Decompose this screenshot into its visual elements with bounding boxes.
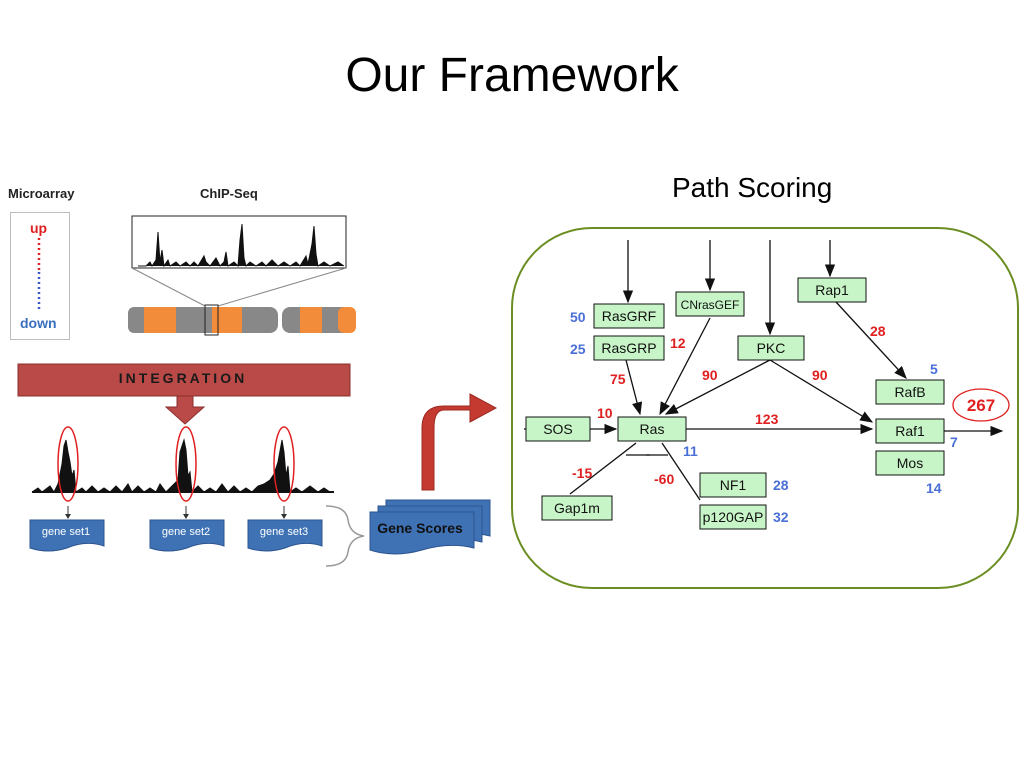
pathway-container: [511, 227, 1019, 589]
node-cnrasgef-label: CNrasGEF: [681, 298, 740, 312]
node-rasgrf-label: RasGRF: [602, 308, 656, 324]
node-rafb-label: RafB: [894, 384, 925, 400]
bent-arrow: [421, 393, 498, 491]
edge-pkc-ras: [664, 359, 771, 415]
microarray-panel: [10, 212, 70, 340]
gene-set-1-shape: [29, 519, 105, 552]
node-ras: [617, 416, 687, 442]
gene-set-1-label: gene set1: [41, 526, 91, 538]
node-rafb: [875, 379, 945, 405]
gene-set-3-shape: [247, 519, 323, 552]
score-nf1: 28: [773, 477, 789, 493]
node-mos: [875, 450, 945, 476]
node-pkc-label: PKC: [757, 340, 786, 356]
integration-down-arrow: [164, 395, 206, 425]
node-rap1: [797, 277, 867, 303]
node-rasgrf: [593, 303, 665, 329]
node-gap1m: [541, 495, 613, 521]
node-nf1-label: NF1: [720, 477, 747, 493]
edge-score-sos-ras: 10: [597, 405, 613, 421]
gene-set-2-label: gene set2: [161, 526, 211, 538]
chromosome-ideogram: [128, 304, 356, 336]
node-raf1: [875, 418, 945, 444]
node-nf1: [699, 472, 767, 498]
gene-set-3-label: gene set3: [259, 526, 309, 538]
slide-title: Our Framework: [345, 49, 679, 102]
peak-highlight-2: [175, 426, 197, 502]
node-sos: [525, 416, 591, 442]
edge-score-cnrasgef-ras: 12: [670, 335, 686, 351]
node-rasgrp: [593, 335, 665, 361]
edge-score-ras-raf1: 123: [755, 411, 779, 427]
node-mos-label: Mos: [897, 455, 923, 471]
chipseq-label: ChIP-Seq: [200, 186, 258, 201]
edge-pkc-raf1: [769, 359, 874, 423]
score-ras: 11: [683, 443, 698, 459]
edge-score-pkc-ras: 90: [702, 367, 718, 383]
path-scoring-title: Path Scoring: [672, 172, 833, 203]
edge-rap1-rafb: [835, 301, 907, 379]
edge-score-ras-gap1m: -15: [572, 465, 592, 481]
peak-highlight-3: [273, 426, 295, 502]
node-pkc: [737, 335, 805, 361]
score-rafb: 5: [930, 361, 938, 377]
brace: [325, 505, 365, 567]
edge-rasgrp-ras: [625, 359, 643, 416]
microarray-down-label: down: [20, 315, 57, 331]
node-cnrasgef: [675, 291, 745, 317]
score-raf1: 7: [950, 434, 958, 450]
node-gap1m-label: Gap1m: [554, 500, 600, 516]
integration-label: INTEGRATION: [118, 370, 248, 386]
score-mos: 14: [926, 480, 942, 496]
node-rap1-label: Rap1: [815, 282, 849, 298]
path-score-value: 267: [967, 396, 995, 415]
node-rasgrp-label: RasGRP: [601, 340, 656, 356]
edge-score-pkc-raf1: 90: [812, 367, 828, 383]
node-sos-label: SOS: [543, 421, 573, 437]
edge-ras-gap1m: [569, 442, 637, 495]
gene-scores-label: Gene Scores: [377, 520, 463, 536]
microarray-up-label: up: [30, 220, 48, 236]
gene-set-2-shape: [149, 519, 225, 552]
edge-score-rap1-rafb: 28: [870, 323, 886, 339]
peak-highlight-1: [57, 426, 79, 502]
score-rasgrf: 50: [570, 309, 586, 325]
node-raf1-label: Raf1: [895, 423, 925, 439]
node-p120gap: [699, 504, 767, 530]
edge-ras-p120gap: [661, 442, 701, 501]
score-rasgrp: 25: [570, 341, 586, 357]
edge-score-ras-p120gap: -60: [654, 471, 674, 487]
node-ras-label: Ras: [640, 421, 665, 437]
microarray-label: Microarray: [8, 186, 75, 201]
gene-scores-shape: [369, 511, 475, 555]
node-p120gap-label: p120GAP: [703, 509, 764, 525]
integration-banner: [17, 363, 351, 397]
edge-score-rasgrp-ras: 75: [610, 371, 626, 387]
path-score-ellipse: [952, 388, 1010, 422]
score-p120gap: 32: [773, 509, 789, 525]
chipseq-peak-trace: [138, 223, 345, 268]
edge-cnrasgef-ras: [659, 317, 711, 416]
integrated-peak-trace: [31, 438, 331, 494]
